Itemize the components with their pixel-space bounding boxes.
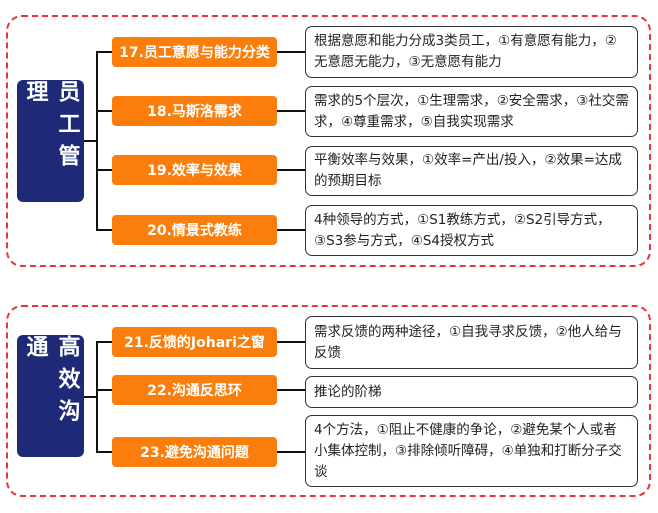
connector: [277, 229, 305, 231]
connector: [96, 110, 112, 112]
connector: [96, 451, 112, 453]
topic-node: 19.效率与效果: [112, 155, 277, 185]
connector: [277, 389, 305, 391]
connector: [277, 51, 305, 53]
connector: [96, 341, 112, 343]
root-node: 高效沟通: [17, 335, 84, 457]
section-employee-management: [6, 15, 651, 267]
desc-node: 4个方法，①阻止不健康的争论，②避免某个人或者小集体控制，③排除倾听障碍，④单独…: [305, 415, 638, 487]
connector: [96, 52, 98, 231]
connector: [96, 169, 112, 171]
desc-node: 推论的阶梯: [305, 376, 638, 408]
connector: [84, 140, 97, 142]
root-node: 员工管理: [17, 80, 84, 202]
desc-node: 平衡效率与效果，①效率=产出/投入，②效果=达成的预期目标: [305, 146, 638, 196]
connector: [277, 341, 305, 343]
connector: [277, 169, 305, 171]
connector: [96, 389, 112, 391]
topic-node: 22.沟通反思环: [112, 375, 277, 405]
connector: [84, 396, 97, 398]
connector: [277, 451, 305, 453]
topic-node: 20.情景式教练: [112, 215, 277, 245]
section-effective-communication: [6, 305, 651, 497]
desc-node: 需求反馈的两种途径，①自我寻求反馈，②他人给与反馈: [305, 316, 638, 369]
connector: [96, 342, 98, 453]
topic-node: 21.反馈的Johari之窗: [112, 327, 277, 357]
connector: [96, 51, 112, 53]
connector: [96, 229, 112, 231]
topic-node: 23.避免沟通问题: [112, 437, 277, 467]
connector: [277, 110, 305, 112]
topic-node: 18.马斯洛需求: [112, 96, 277, 126]
desc-node: 根据意愿和能力分成3类员工，①有意愿有能力，②无意愿无能力，③无意愿有能力: [305, 26, 638, 78]
desc-node: 4种领导的方式，①S1教练方式，②S2引导方式，③S3参与方式，④S4授权方式: [305, 205, 638, 256]
desc-node: 需求的5个层次，①生理需求，②安全需求，③社交需求，④尊重需求，⑤自我实现需求: [305, 86, 638, 137]
topic-node: 17.员工意愿与能力分类: [112, 37, 277, 67]
